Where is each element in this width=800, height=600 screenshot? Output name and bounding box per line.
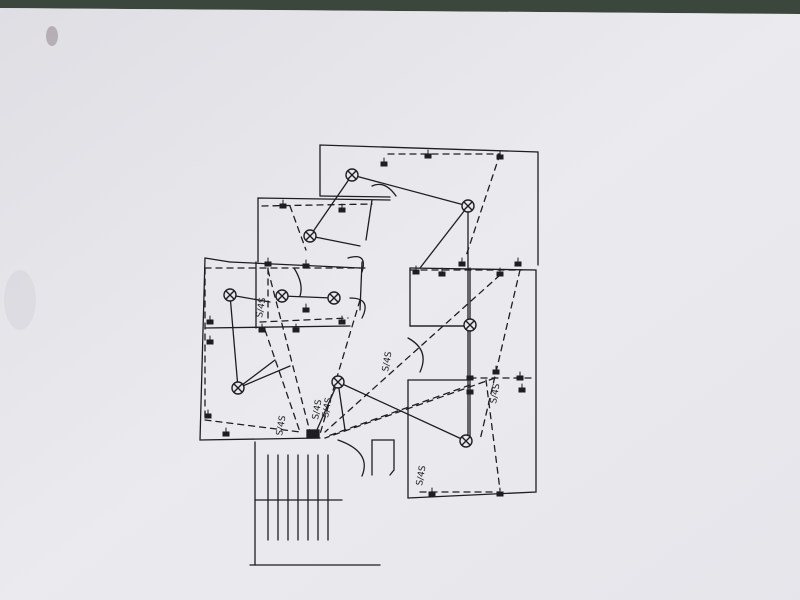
- socket-t-icon: [380, 157, 388, 167]
- wire-label: S/4S: [489, 383, 502, 405]
- lamp-circle-cross-icon: [275, 289, 289, 303]
- socket-t-icon: [458, 257, 466, 267]
- socket-t-icon: [514, 257, 522, 267]
- socket-t-icon: [438, 267, 446, 277]
- socket-t-icon: [258, 323, 266, 333]
- lamp-circle-cross-icon: [327, 291, 341, 305]
- socket-t-icon: [496, 150, 504, 160]
- door: [293, 267, 302, 297]
- socket-t-icon: [496, 487, 504, 497]
- socket-t-icon: [302, 303, 310, 313]
- lamp-circle-cross-icon: [459, 434, 473, 448]
- lamp-circle-cross-icon: [345, 168, 359, 182]
- socket-t-icon: [302, 259, 310, 269]
- door: [407, 337, 424, 373]
- socket-t-icon: [292, 323, 300, 333]
- socket-t-icon: [338, 315, 346, 325]
- sockets: [204, 149, 526, 497]
- socket-t-icon: [492, 365, 500, 375]
- wall: [199, 257, 321, 441]
- lamps: [223, 168, 477, 448]
- wall: [319, 144, 539, 266]
- socket-t-icon: [222, 427, 230, 437]
- socket-t-icon: [496, 267, 504, 277]
- wall: [365, 199, 373, 241]
- wall: [319, 195, 391, 198]
- wall: [407, 267, 537, 499]
- wire-label: S/4S: [381, 351, 394, 373]
- lamp-circle-cross-icon: [461, 199, 475, 213]
- smudge: [46, 26, 58, 46]
- socket-t-icon: [412, 265, 420, 275]
- door: [349, 297, 366, 319]
- socket-t-icon: [516, 371, 524, 381]
- smudge: [4, 270, 36, 330]
- lamp-circle-cross-icon: [463, 318, 477, 332]
- paper-shade: [0, 8, 800, 600]
- socket-t-icon: [466, 371, 474, 381]
- socket-t-icon: [338, 203, 346, 213]
- socket-t-icon: [466, 385, 474, 395]
- floor-plan: [199, 144, 539, 566]
- wire-label: S/4S: [275, 415, 288, 437]
- wall: [257, 197, 391, 263]
- door: [337, 439, 365, 477]
- socket-t-icon: [424, 149, 432, 159]
- socket-t-icon: [264, 257, 272, 267]
- wire-label: S/4S: [255, 297, 268, 319]
- socket-t-icon: [428, 487, 436, 497]
- socket-t-icon: [206, 335, 214, 345]
- wall: [229, 261, 361, 269]
- door: [371, 183, 397, 197]
- wire-label: S/4S: [321, 397, 334, 419]
- lamp-circle-cross-icon: [223, 288, 237, 302]
- socket-t-icon: [279, 199, 287, 209]
- staircase: [249, 441, 381, 566]
- wire-label: S/4S: [415, 465, 428, 487]
- socket-t-icon: [518, 383, 526, 393]
- lamp-circle-cross-icon: [303, 229, 317, 243]
- wiring-dashed: [204, 153, 533, 493]
- labels: S/4S S/4S S/4S S/4S S/4S S/4S S/4S: [255, 297, 502, 487]
- lamp-circle-cross-icon: [331, 375, 345, 389]
- lamp-circle-cross-icon: [231, 381, 245, 395]
- wall: [204, 325, 351, 329]
- wire-label: S/4S: [311, 399, 324, 421]
- socket-t-icon: [206, 315, 214, 325]
- wall: [371, 439, 395, 476]
- socket-t-icon: [204, 409, 212, 419]
- distribution-board-icon: [306, 429, 320, 439]
- wall: [359, 261, 363, 311]
- door: [347, 255, 365, 273]
